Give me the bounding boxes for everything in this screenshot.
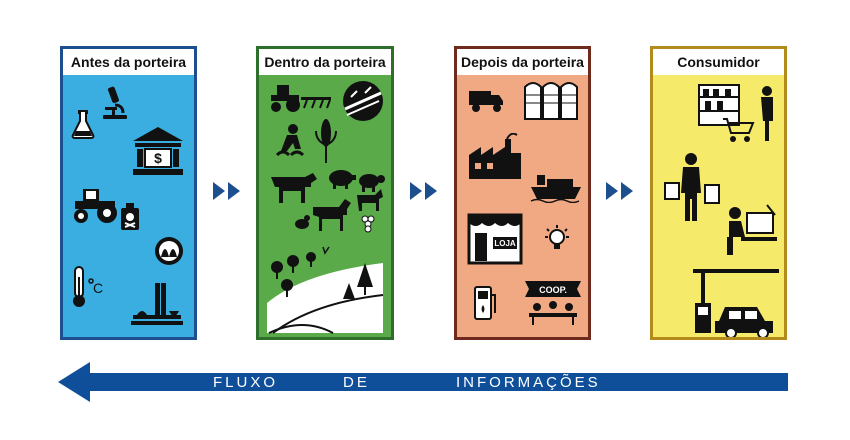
panel-body: [653, 75, 784, 337]
horse-icon: [313, 199, 351, 231]
svg-text:$: $: [154, 150, 162, 166]
computer-user-icon: [727, 204, 777, 255]
cooperative-icon: COOP.: [525, 281, 581, 325]
factory-icon: [469, 133, 521, 179]
supermarket-cart-icon: [698, 84, 773, 142]
panel-title: Consumidor: [653, 49, 784, 75]
lightbulb-icon: [545, 225, 569, 249]
government-emblem-icon: [155, 237, 183, 265]
flask-icon: [71, 110, 95, 139]
panel-title: Antes da porteira: [63, 49, 194, 75]
fuel-pump-icon: [474, 286, 496, 320]
landscape-icon: [267, 246, 384, 334]
panel-dentro-da-porteira: Dentro da porteira: [256, 46, 394, 340]
farmer-icon: [275, 124, 305, 157]
cow-icon: [271, 173, 317, 203]
bank-icon: $: [133, 127, 183, 175]
panel-consumidor: Consumidor: [650, 46, 787, 340]
cargo-ship-icon: [530, 175, 581, 203]
chevron-right-icon: [606, 182, 633, 200]
panel-antes-da-porteira: Antes da porteira $: [60, 46, 197, 340]
panel-body: [259, 75, 391, 337]
panel-depois-da-porteira: Depois da porteira: [454, 46, 591, 340]
tractor-plow-icon: [271, 85, 331, 112]
congress-building-icon: [131, 283, 183, 325]
gas-station-car-icon: [693, 269, 779, 337]
chevron-right-icon: [410, 182, 437, 200]
cooperative-label: COOP.: [539, 285, 567, 295]
sheep-icon: [359, 174, 385, 192]
tractor-icon: [74, 189, 117, 223]
grapes-icon: [361, 215, 375, 233]
truck-icon: [469, 91, 503, 112]
chicken-icon: [295, 215, 310, 229]
information-flow-arrow: [58, 362, 788, 402]
silos-icon: [524, 82, 578, 120]
corn-icon: [315, 119, 337, 163]
shopper-icon: [664, 153, 720, 221]
panel-title: Dentro da porteira: [259, 49, 391, 75]
microscope-icon: [103, 86, 127, 119]
pig-icon: [329, 170, 356, 189]
panel-title: Depois da porteira: [457, 49, 588, 75]
store-icon: LOJA: [467, 213, 523, 265]
field-rows-icon: [343, 81, 383, 121]
svg-text:C: C: [93, 280, 103, 296]
flow-label-informacoes: INFORMAÇÕES: [456, 374, 601, 391]
chevron-right-icon: [213, 182, 240, 200]
panel-body: $ C: [63, 75, 194, 337]
flow-label-de: DE: [343, 374, 370, 391]
flow-label-fluxo: FLUXO: [213, 374, 279, 391]
thermometer-icon: C: [73, 266, 103, 307]
goat-icon: [357, 189, 383, 211]
store-label: LOJA: [494, 239, 516, 248]
chemical-bottle-icon: [121, 203, 139, 230]
panel-body: LOJA COOP.: [457, 75, 588, 337]
